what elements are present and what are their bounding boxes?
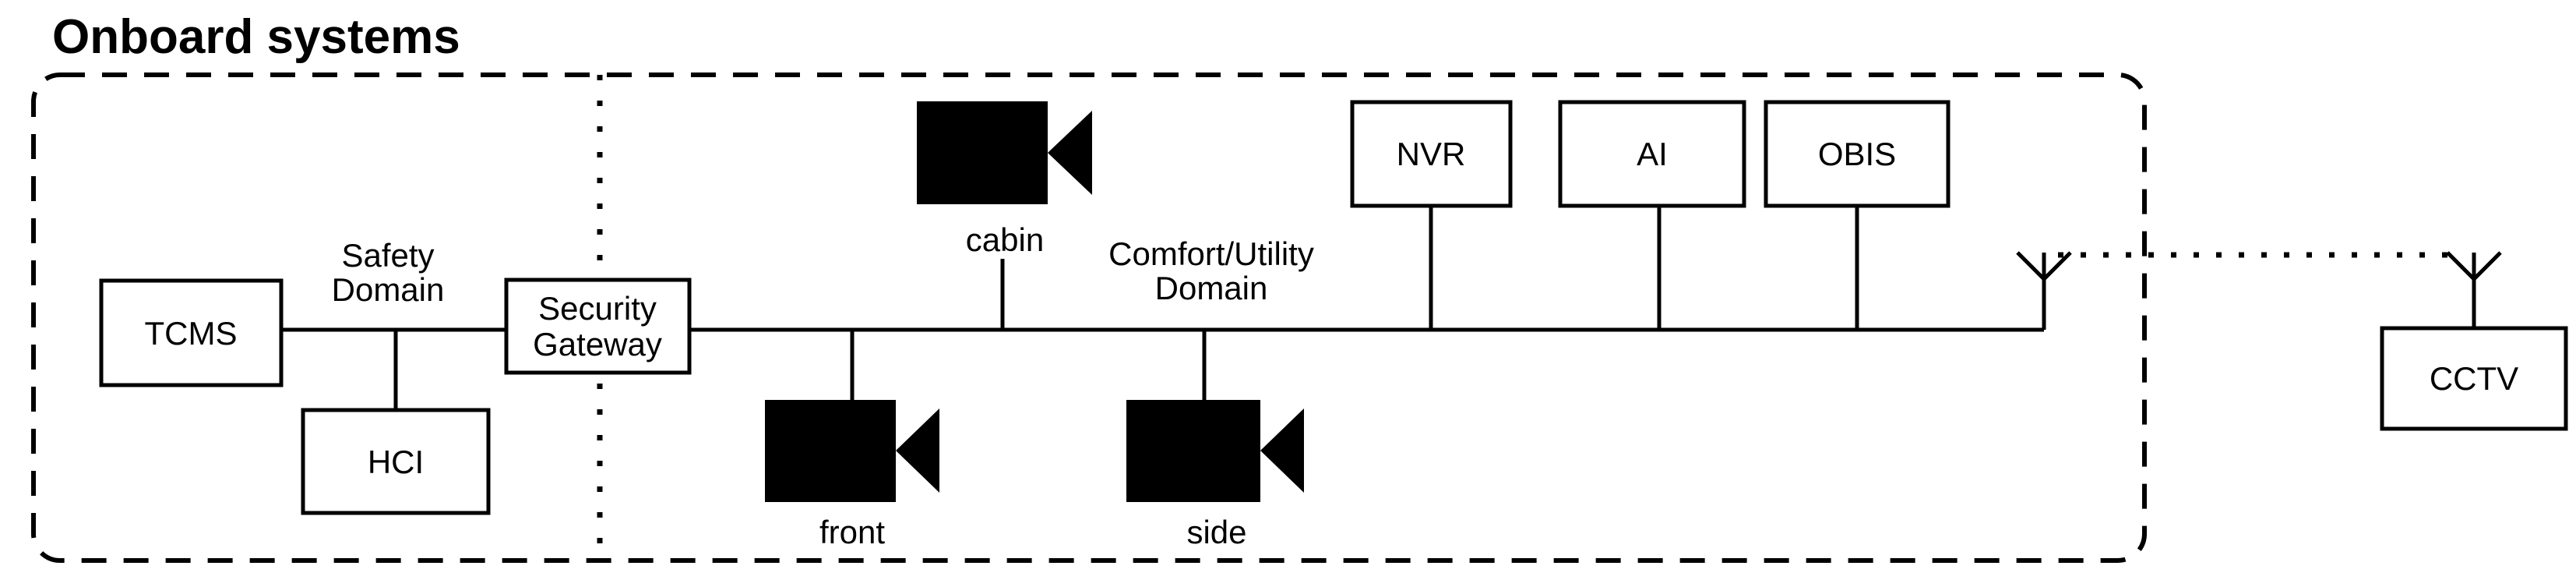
cctv-antenna-arm-left [2446,251,2476,281]
onboard-systems-boundary [31,72,2147,563]
obis-box [1764,100,1951,208]
onboard-antenna-icon [2016,251,2072,330]
side-camera-body [1126,400,1260,502]
safety-domain-label-line2: Domain [332,271,445,308]
tcms-label: TCMS [145,315,238,352]
safety-domain-label: Safety Domain [332,237,445,308]
nvr-node: NVR [1350,100,1513,208]
cctv-label: CCTV [2430,360,2518,397]
cabin-camera-label: cabin [966,221,1044,258]
cabin-camera-icon [917,101,1092,204]
front-camera-body [765,400,896,502]
front-camera-icon [765,400,939,502]
side-camera-lens [1260,408,1304,493]
diagram-title: Onboard systems [52,10,460,64]
ai-node: AI [1558,100,1746,208]
nvr-box [1350,100,1513,208]
cctv-antenna-arm-right [2472,251,2502,281]
front-camera-lens [896,408,939,493]
onboard-antenna-arm-left [2016,251,2046,281]
comfort-utility-domain-label-line1: Comfort/Utility [1108,235,1314,272]
safety-domain-label-line1: Safety [341,237,434,274]
ai-box [1558,100,1746,208]
security-gateway-node: Security Gateway [504,278,692,375]
front-camera-label: front [819,514,885,550]
side-camera-icon [1126,400,1304,502]
comfort-utility-domain-label-line2: Domain [1155,270,1268,306]
cctv-antenna-icon [2446,251,2502,328]
hci-box [301,408,491,515]
cctv-node: CCTV [2380,326,2568,431]
security-gateway-label-line1: Security [538,290,657,327]
cabin-camera-lens [1048,111,1092,195]
ai-label: AI [1637,136,1668,172]
cabin-camera-body [917,101,1048,204]
onboard-antenna-arm-right [2042,251,2072,281]
hci-node: HCI [301,408,491,515]
cctv-box [2380,326,2568,431]
security-gateway-label-line2: Gateway [533,326,662,362]
nvr-label: NVR [1397,136,1466,172]
tcms-node: TCMS [99,278,284,387]
obis-label: OBIS [1818,136,1896,172]
side-camera-label: side [1186,514,1246,550]
security-gateway-box [504,278,692,375]
comfort-utility-domain-label: Comfort/Utility Domain [1108,235,1314,306]
hci-label: HCI [368,444,424,480]
obis-node: OBIS [1764,100,1951,208]
tcms-box [99,278,284,387]
